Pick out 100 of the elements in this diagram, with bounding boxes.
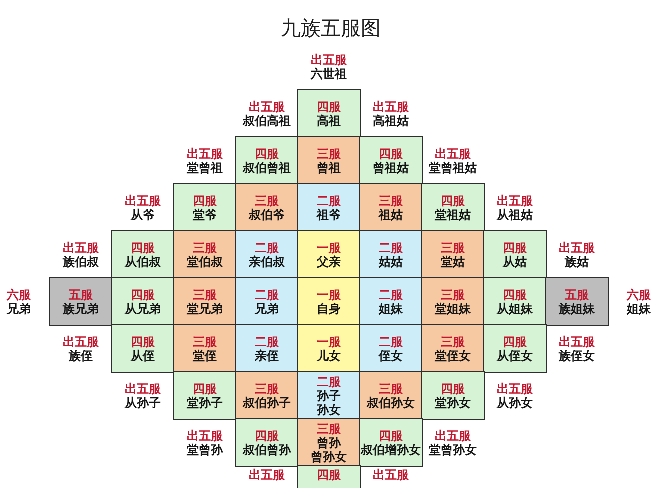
kin-term: 堂曾祖	[187, 160, 223, 174]
mourning-grade: 四服	[317, 468, 341, 482]
relation-box	[421, 324, 485, 373]
mourning-grade: 五服	[69, 288, 93, 302]
mourning-grade: 出五服	[63, 334, 99, 348]
relation-box	[359, 418, 423, 467]
mourning-grade: 三服	[193, 334, 217, 348]
mourning-grade: 出五服	[497, 382, 533, 396]
relation-box	[359, 324, 423, 373]
mourning-grade: 三服	[379, 194, 403, 208]
mourning-grade: 三服	[193, 240, 217, 254]
kin-term: 兄弟	[7, 302, 31, 316]
relation-box	[111, 230, 175, 279]
mourning-grade: 三服	[441, 240, 465, 254]
mourning-grade: 出五服	[125, 194, 161, 208]
relation-box	[235, 183, 299, 232]
mourning-grade: 一服	[317, 240, 341, 254]
mourning-grade: 出五服	[63, 240, 99, 254]
mourning-grade: 四服	[255, 428, 279, 442]
kin-term: 姐妹	[627, 302, 651, 316]
kin-term: 曾孙女	[311, 450, 347, 464]
relation-box	[297, 371, 361, 420]
relation-box	[111, 277, 175, 326]
mourning-grade: 四服	[503, 240, 527, 254]
mourning-grade: 四服	[379, 428, 403, 442]
relation-box	[173, 371, 237, 420]
relation-box	[297, 277, 361, 326]
kin-term: 孙女	[317, 402, 341, 416]
kin-term: 高祖	[317, 114, 341, 128]
relation-box	[483, 277, 547, 326]
kin-term: 祖姑	[379, 208, 403, 222]
mourning-grade: 一服	[317, 334, 341, 348]
kin-term: 父亲	[317, 254, 341, 268]
kin-term: 从伯叔	[125, 254, 161, 268]
kin-term: 高祖姑	[373, 114, 409, 128]
mourning-grade: 五服	[565, 288, 589, 302]
kin-term: 兄弟	[255, 302, 279, 316]
kin-term: 孙子	[317, 388, 341, 402]
kin-term: 曾祖	[317, 160, 341, 174]
kin-term: 从姐妹	[497, 302, 533, 316]
diagram-title: 九族五服图	[281, 17, 381, 39]
kin-term: 族侄女	[559, 348, 595, 362]
relation-box	[235, 230, 299, 279]
kin-term: 曾孙	[317, 436, 341, 450]
relation-box	[297, 418, 361, 467]
mourning-grade: 三服	[255, 382, 279, 396]
kin-term: 堂姐妹	[435, 302, 471, 316]
mourning-grade: 二服	[379, 334, 403, 348]
mourning-grade: 三服	[441, 288, 465, 302]
mourning-grade: 出五服	[435, 428, 471, 442]
kin-term: 堂姑	[441, 254, 465, 268]
kin-term: 叔伯爷	[249, 208, 285, 222]
kin-term: 从姑	[503, 254, 527, 268]
relation-box	[235, 371, 299, 420]
mourning-grade: 三服	[193, 288, 217, 302]
mourning-grade: 四服	[193, 194, 217, 208]
mourning-grade: 出五服	[311, 52, 347, 66]
mourning-grade: 二服	[379, 240, 403, 254]
relation-box	[297, 465, 361, 488]
kin-term: 堂爷	[193, 208, 217, 222]
kin-term: 堂兄弟	[187, 302, 223, 316]
kin-term: 从侄女	[497, 348, 533, 362]
kin-term: 叔伯孙女	[367, 396, 415, 410]
kin-term: 亲侄	[255, 348, 279, 362]
kin-term: 从孙女	[497, 396, 533, 410]
mourning-grade: 三服	[317, 422, 341, 436]
kin-term: 族伯叔	[63, 254, 99, 268]
kin-term: 叔伯增孙女	[361, 442, 421, 456]
mourning-grade: 一服	[317, 288, 341, 302]
mourning-grade: 出五服	[435, 146, 471, 160]
mourning-grade: 二服	[317, 374, 341, 388]
relation-box	[545, 277, 609, 326]
mourning-grade: 四服	[379, 146, 403, 160]
mourning-grade: 六服	[627, 288, 651, 302]
relation-box	[421, 277, 485, 326]
relation-box	[235, 136, 299, 185]
relation-box	[235, 277, 299, 326]
kin-term: 族姐妹	[559, 302, 595, 316]
kin-term: 堂祖姑	[435, 208, 471, 222]
mourning-grade: 二服	[379, 288, 403, 302]
mourning-grade: 四服	[131, 288, 155, 302]
mourning-grade: 四服	[193, 382, 217, 396]
mourning-grade: 四服	[503, 288, 527, 302]
relation-box	[359, 183, 423, 232]
relation-box	[297, 89, 361, 138]
relation-box	[297, 324, 361, 373]
kin-term: 姑姑	[379, 254, 403, 268]
mourning-grade: 四服	[131, 240, 155, 254]
mourning-grade: 出五服	[559, 334, 595, 348]
mourning-grade: 四服	[441, 382, 465, 396]
kin-term: 堂曾孙	[187, 442, 223, 456]
kin-term: 自身	[317, 302, 341, 316]
mourning-grade: 三服	[441, 334, 465, 348]
mourning-grade: 四服	[503, 334, 527, 348]
kin-term: 堂侄	[193, 348, 217, 362]
relation-box	[173, 183, 237, 232]
kin-term: 叔伯曾孙	[243, 442, 291, 456]
relation-box	[235, 418, 299, 467]
mourning-grade: 四服	[255, 146, 279, 160]
mourning-grade: 出五服	[373, 468, 409, 482]
